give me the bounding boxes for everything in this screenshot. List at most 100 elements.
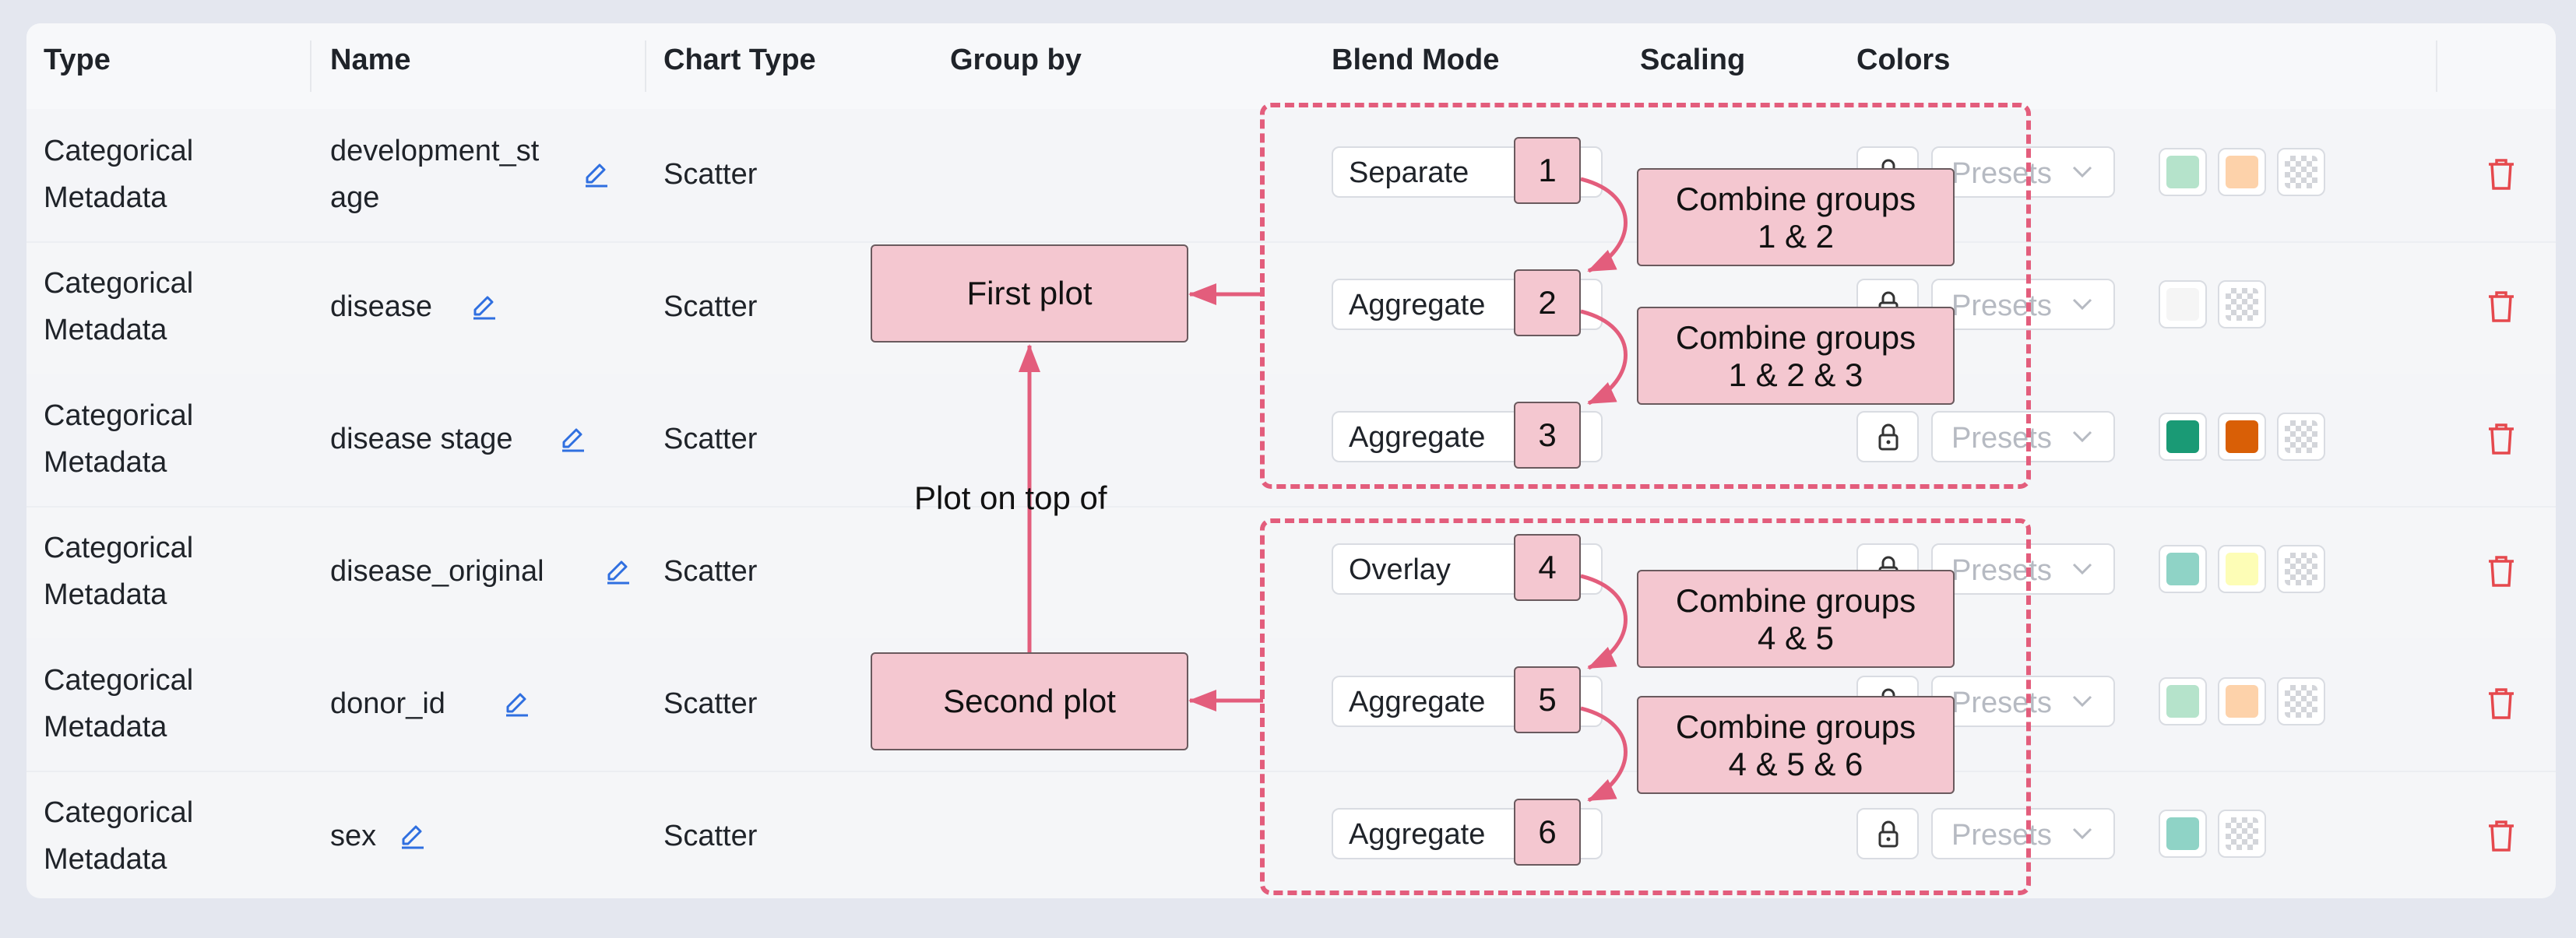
presets-placeholder: Presets: [1951, 819, 2052, 852]
lock-button[interactable]: [1856, 808, 1919, 859]
presets-placeholder: Presets: [1951, 687, 2052, 719]
presets-placeholder: Presets: [1951, 554, 2052, 587]
blend-mode-value: Aggregate: [1349, 421, 1486, 454]
type-cell: Categorical Metadata: [44, 532, 194, 611]
chart-type-cell: Scatter: [663, 423, 758, 455]
trash-icon[interactable]: [2486, 157, 2517, 191]
chart-type-cell: Scatter: [663, 290, 758, 323]
swatch-color: [2166, 156, 2199, 188]
transparent-swatch[interactable]: [2218, 280, 2266, 328]
presets-select[interactable]: Presets: [1931, 676, 2115, 727]
color-swatch[interactable]: [2218, 413, 2266, 461]
color-swatch[interactable]: [2218, 148, 2266, 196]
color-swatch[interactable]: [2218, 677, 2266, 725]
chevron-down-icon: [2072, 563, 2092, 575]
swatch-color: [2226, 156, 2258, 188]
edit-icon[interactable]: [501, 687, 533, 718]
lock-button[interactable]: [1856, 543, 1919, 595]
trash-icon[interactable]: [2486, 422, 2517, 456]
table-row: Categorical Metadata donor_id Scatter Ag…: [26, 638, 2556, 772]
header-group-by: Group by: [950, 44, 1082, 76]
swatch-checker: [2285, 420, 2317, 453]
blend-mode-select[interactable]: Overlay: [1332, 543, 1603, 595]
lock-button[interactable]: [1856, 676, 1919, 727]
chevron-down-icon: [2072, 166, 2092, 178]
blend-mode-select[interactable]: Aggregate: [1332, 411, 1603, 462]
header-blend-mode: Blend Mode: [1332, 44, 1500, 76]
blend-mode-select[interactable]: Separate: [1332, 146, 1603, 198]
type-cell: Categorical Metadata: [44, 664, 194, 743]
blend-mode-select[interactable]: Aggregate: [1332, 279, 1603, 330]
chevron-down-icon: [2072, 298, 2092, 311]
transparent-swatch[interactable]: [2277, 148, 2325, 196]
color-swatch[interactable]: [2159, 148, 2207, 196]
name-text-wrap: age: [330, 181, 380, 214]
name-cell: disease_original: [330, 555, 544, 588]
transparent-swatch[interactable]: [2218, 810, 2266, 858]
table-row: Categorical Metadata disease stage Scatt…: [26, 374, 2556, 508]
swatch-checker: [2226, 288, 2258, 321]
blend-mode-value: Aggregate: [1349, 686, 1486, 718]
swatch-checker: [2226, 817, 2258, 850]
table-row: Categorical Metadata disease_original Sc…: [26, 506, 2556, 640]
edit-icon[interactable]: [558, 422, 589, 453]
presets-select[interactable]: Presets: [1931, 146, 2115, 198]
swatch-color: [2166, 553, 2199, 585]
presets-select[interactable]: Presets: [1931, 808, 2115, 859]
blend-mode-select[interactable]: Aggregate: [1332, 676, 1603, 727]
color-swatch[interactable]: [2159, 413, 2207, 461]
table-row: Categorical Metadata development_st age …: [26, 109, 2556, 243]
color-swatch[interactable]: [2159, 677, 2207, 725]
presets-placeholder: Presets: [1951, 290, 2052, 322]
swatch-color: [2226, 420, 2258, 453]
trash-icon[interactable]: [2486, 290, 2517, 324]
edit-icon[interactable]: [603, 554, 634, 585]
trash-icon[interactable]: [2486, 554, 2517, 588]
trash-icon[interactable]: [2486, 687, 2517, 721]
transparent-swatch[interactable]: [2277, 545, 2325, 593]
edit-icon[interactable]: [581, 157, 612, 188]
name-text: development_st: [330, 135, 540, 167]
color-swatch[interactable]: [2159, 280, 2207, 328]
lock-icon: [1878, 291, 1899, 318]
swatch-color: [2166, 288, 2199, 321]
chart-type-cell: Scatter: [663, 820, 758, 852]
name-cell: development_st age: [330, 128, 587, 221]
chart-type-cell: Scatter: [663, 555, 758, 588]
swatch-color: [2166, 685, 2199, 718]
header-colors: Colors: [1856, 44, 1951, 76]
chevron-down-icon: [2072, 695, 2092, 708]
blend-mode-value: Separate: [1349, 156, 1469, 189]
swatch-color: [2226, 553, 2258, 585]
lock-button[interactable]: [1856, 411, 1919, 462]
swatch-checker: [2285, 156, 2317, 188]
edit-icon[interactable]: [397, 819, 428, 850]
transparent-swatch[interactable]: [2277, 413, 2325, 461]
presets-select[interactable]: Presets: [1931, 279, 2115, 330]
name-cell: disease stage: [330, 423, 513, 455]
lock-button[interactable]: [1856, 146, 1919, 198]
layers-table: Type Name Chart Type Group by Blend Mode…: [26, 23, 2556, 898]
transparent-swatch[interactable]: [2277, 677, 2325, 725]
edit-icon[interactable]: [469, 290, 500, 321]
color-swatch[interactable]: [2218, 545, 2266, 593]
table-header: Type Name Chart Type Group by Blend Mode…: [26, 23, 2556, 111]
blend-mode-value: Aggregate: [1349, 818, 1486, 851]
header-divider: [310, 40, 311, 92]
header-divider: [645, 40, 646, 92]
color-swatch[interactable]: [2159, 810, 2207, 858]
table-row: Categorical Metadata sex Scatter Aggrega…: [26, 771, 2556, 898]
blend-mode-select[interactable]: Aggregate: [1332, 808, 1603, 859]
name-cell: sex: [330, 820, 377, 852]
chevron-down-icon: [2072, 827, 2092, 840]
presets-select[interactable]: Presets: [1931, 411, 2115, 462]
presets-placeholder: Presets: [1951, 422, 2052, 455]
chart-type-cell: Scatter: [663, 158, 758, 191]
presets-select[interactable]: Presets: [1931, 543, 2115, 595]
name-cell: disease: [330, 290, 432, 323]
lock-button[interactable]: [1856, 279, 1919, 330]
color-swatch[interactable]: [2159, 545, 2207, 593]
type-cell: Categorical Metadata: [44, 796, 194, 876]
lock-icon: [1878, 820, 1899, 848]
trash-icon[interactable]: [2486, 819, 2517, 853]
